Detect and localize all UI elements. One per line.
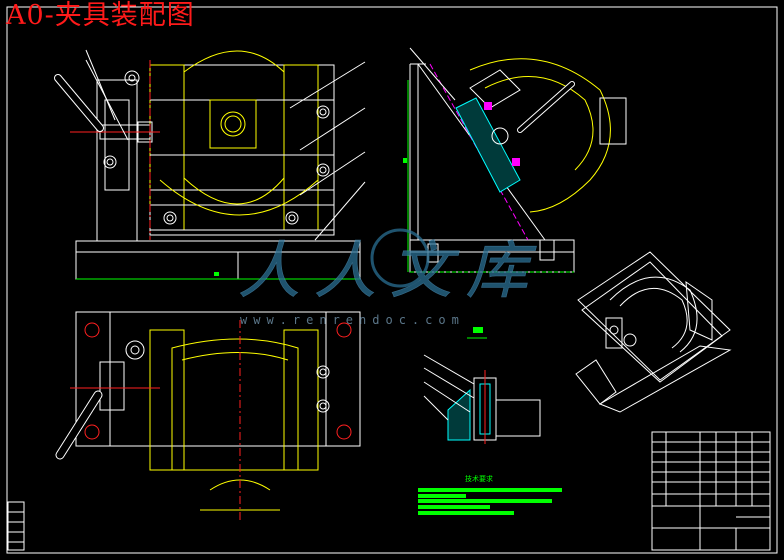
tech-requirements-title: 技术要求 — [465, 475, 493, 483]
tech-requirements-lines — [418, 488, 562, 515]
watermark-logo-text: 人人文库 — [238, 234, 542, 307]
watermark-url: www.renrendoc.com — [240, 313, 465, 327]
watermark-logo: 人人文库 — [238, 228, 542, 307]
drawing-frame — [6, 6, 778, 554]
revision-block — [7, 501, 25, 551]
handle-lever-icon — [54, 74, 104, 132]
drawing-title: A0-夹具装配图 — [6, 0, 195, 31]
title-block — [651, 431, 771, 551]
isometric-view — [575, 251, 732, 413]
section-detail — [423, 327, 541, 444]
top-view — [55, 311, 361, 520]
side-view — [403, 47, 627, 273]
front-view — [54, 49, 366, 280]
